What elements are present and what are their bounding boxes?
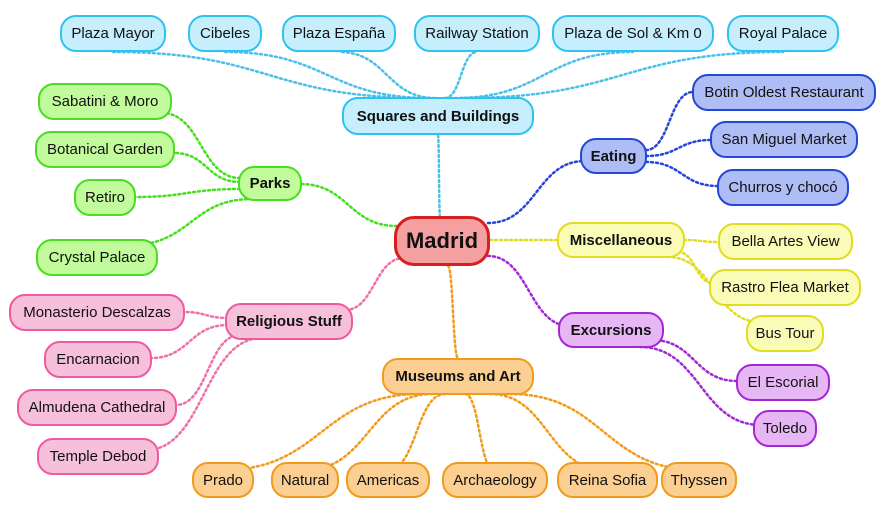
connector-line (221, 392, 422, 472)
connector-line (644, 90, 695, 152)
connector-line (644, 160, 720, 188)
branch-religious-stuff[interactable]: Religious Stuff (225, 303, 353, 340)
connector-line (111, 50, 427, 100)
leaf-plaza-de-sol[interactable]: Plaza de Sol & Km 0 (552, 15, 714, 52)
connector-line (463, 392, 496, 472)
leaf-bus-tour[interactable]: Bus Tour (746, 315, 824, 352)
connector-line (446, 264, 460, 360)
connector-line (343, 256, 406, 312)
leaf-cibeles[interactable]: Cibeles (188, 15, 262, 52)
connector-line (644, 138, 713, 158)
leaf-americas[interactable]: Americas (346, 462, 430, 498)
connector-line (488, 392, 608, 472)
connector-line (650, 338, 739, 383)
connector-line (223, 50, 432, 100)
connector-line (453, 50, 635, 100)
connector-line (436, 133, 442, 219)
leaf-bella-artes-view[interactable]: Bella Artes View (718, 223, 853, 260)
leaf-toledo[interactable]: Toledo (753, 410, 817, 447)
connector-line (460, 50, 785, 100)
leaf-plaza-mayor[interactable]: Plaza Mayor (60, 15, 166, 52)
connector-line (486, 159, 587, 225)
connector-line (128, 197, 254, 247)
leaf-encarnacion[interactable]: Encarnacion (44, 341, 152, 378)
leaf-san-miguel-market[interactable]: San Miguel Market (710, 121, 858, 158)
connector-line (486, 254, 572, 328)
connector-line (172, 151, 242, 184)
connector-line (298, 182, 399, 228)
connector-line (174, 333, 242, 407)
connector-line (303, 392, 434, 472)
connector-line (149, 323, 230, 360)
leaf-crystal-palace[interactable]: Crystal Palace (36, 239, 158, 276)
leaf-reina-sofia[interactable]: Reina Sofia (557, 462, 658, 498)
leaf-thyssen[interactable]: Thyssen (661, 462, 737, 498)
leaf-royal-palace[interactable]: Royal Palace (727, 15, 839, 52)
connector-line (337, 50, 437, 100)
leaf-el-escorial[interactable]: El Escorial (736, 364, 830, 401)
connector-line (508, 392, 700, 472)
leaf-railway-station[interactable]: Railway Station (414, 15, 540, 52)
branch-museums-and-art[interactable]: Museums and Art (382, 358, 534, 395)
leaf-botin-oldest-restaurant[interactable]: Botin Oldest Restaurant (692, 74, 876, 111)
center-node-madrid[interactable]: Madrid (394, 216, 490, 266)
leaf-natural[interactable]: Natural (271, 462, 339, 498)
leaf-rastro-flea-market[interactable]: Rastro Flea Market (709, 269, 861, 306)
leaf-sabatini-and-moro[interactable]: Sabatini & Moro (38, 83, 172, 120)
connector-line (160, 111, 242, 180)
connector-line (443, 50, 479, 100)
connector-line (144, 336, 264, 452)
branch-excursions[interactable]: Excursions (558, 312, 664, 348)
leaf-monasterio-descalzas[interactable]: Monasterio Descalzas (9, 294, 185, 331)
leaf-botanical-garden[interactable]: Botanical Garden (35, 131, 175, 168)
leaf-plaza-espana[interactable]: Plaza España (282, 15, 396, 52)
leaf-almudena-cathedral[interactable]: Almudena Cathedral (17, 389, 177, 426)
leaf-temple-debod[interactable]: Temple Debod (37, 438, 159, 475)
connector-line (133, 187, 242, 199)
leaf-archaeology[interactable]: Archaeology (442, 462, 548, 498)
connector-line (182, 310, 230, 320)
leaf-prado[interactable]: Prado (192, 462, 254, 498)
connector-line (638, 345, 763, 427)
connector-line (386, 392, 447, 472)
branch-parks[interactable]: Parks (238, 166, 302, 201)
leaf-churros-y-choco[interactable]: Churros y chocó (717, 169, 849, 206)
branch-eating[interactable]: Eating (580, 138, 647, 174)
branch-miscellaneous[interactable]: Miscellaneous (557, 222, 685, 258)
branch-squares-and-buildings[interactable]: Squares and Buildings (342, 97, 534, 135)
leaf-retiro[interactable]: Retiro (74, 179, 136, 216)
connector-line (682, 238, 721, 244)
